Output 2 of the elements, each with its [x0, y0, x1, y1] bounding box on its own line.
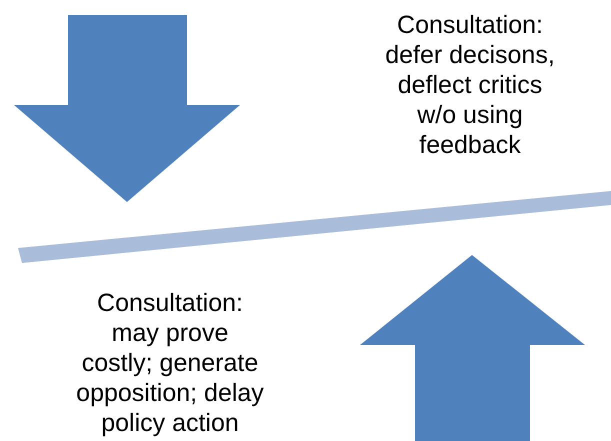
note-text: Consultation: defer decisons, deflect critics w/o using feedback — [384, 10, 556, 160]
note-text: Consultation: may prove costly; generate opposition; delay policy action — [75, 288, 265, 438]
